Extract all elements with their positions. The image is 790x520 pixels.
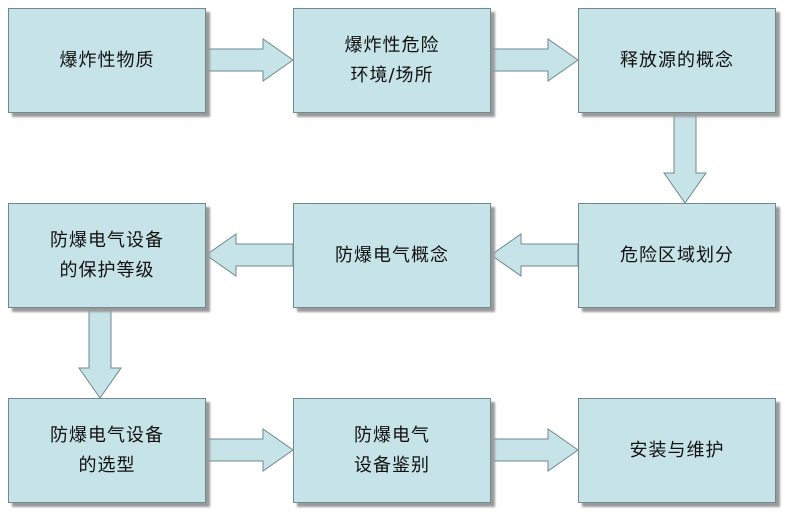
arrow-n3-n4 (663, 112, 707, 204)
arrow-n8-n9 (490, 428, 579, 472)
node-installation-maintenance: 安装与维护 (578, 398, 776, 503)
arrow-n1-n2 (205, 38, 294, 82)
node-explosive-substance: 爆炸性物质 (8, 8, 206, 113)
node-label: 安装与维护 (629, 439, 725, 461)
arrow-n7-n8 (205, 428, 294, 472)
node-label: 爆炸性物质 (59, 49, 155, 71)
node-label: 危险区域划分 (620, 244, 734, 266)
node-release-source: 释放源的概念 (578, 8, 776, 113)
node-protection-level: 防爆电气设备 的保护等级 (8, 203, 206, 308)
node-label: 防爆电气 设备鉴别 (354, 424, 430, 476)
node-equipment-identification: 防爆电气 设备鉴别 (293, 398, 491, 503)
arrow-n4-n5 (490, 233, 579, 277)
node-label: 爆炸性危险 环境/场所 (344, 34, 440, 86)
node-hazardous-environment: 爆炸性危险 环境/场所 (293, 8, 491, 113)
arrow-n2-n3 (490, 38, 579, 82)
node-explosion-proof-concept: 防爆电气概念 (293, 203, 491, 308)
arrow-n5-n6 (205, 233, 294, 277)
node-label: 防爆电气概念 (335, 244, 449, 266)
node-hazard-zone-division: 危险区域划分 (578, 203, 776, 308)
node-label: 防爆电气设备 的保护等级 (50, 229, 164, 281)
node-label: 防爆电气设备 的选型 (50, 424, 164, 476)
node-equipment-selection: 防爆电气设备 的选型 (8, 398, 206, 503)
node-label: 释放源的概念 (620, 49, 734, 71)
arrow-n6-n7 (78, 307, 122, 399)
